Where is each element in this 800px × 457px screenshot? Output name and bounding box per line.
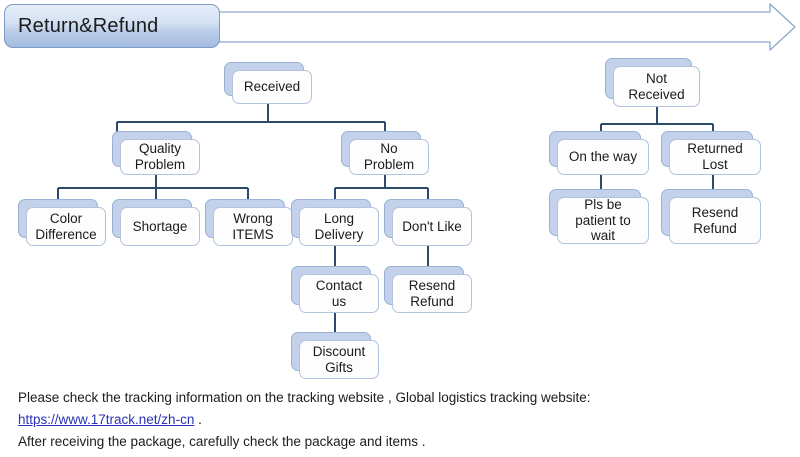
node-label: Contact us [299,274,379,313]
node-text-line: Contact [315,277,363,293]
node-text-line: Delivery [314,226,364,242]
node-label: Received [232,70,312,104]
node-label: Returned Lost [669,139,761,175]
node-long-delivery[interactable]: Long Delivery [291,199,379,246]
node-resend-refund-left[interactable]: Resend Refund [384,266,472,313]
node-label: Quality Problem [120,139,200,175]
tracking-website-link[interactable]: https://www.17track.net/zh-cn [18,412,195,428]
node-label: Resend Refund [392,274,472,313]
footer-line-2-tail: . [194,412,202,428]
node-label: Not Received [613,66,700,107]
node-text-line: Resend [691,204,739,220]
node-text-line: ITEMS [232,226,274,242]
node-text-line: Lost [702,157,728,172]
node-text-line: Refund [410,293,454,309]
node-text-line: us [331,293,347,309]
node-text-line: Don't Like [402,218,462,234]
node-no-problem[interactable]: No Problem [341,131,429,175]
header-badge [4,4,220,48]
node-text-line: Problem [363,157,415,172]
node-label: Discount Gifts [299,340,379,379]
node-label: On the way [557,139,649,175]
node-not-received[interactable]: Not Received [605,58,700,107]
node-received[interactable]: Received [224,62,312,104]
node-text-line: Gifts [325,359,353,375]
node-text-line: Pls be [584,196,622,212]
node-text-line: Long [323,210,355,226]
node-label: Long Delivery [299,207,379,246]
node-returned-lost[interactable]: Returned Lost [661,131,761,175]
node-wrong-items[interactable]: Wrong ITEMS [205,199,293,246]
node-text-line: Refund [693,220,737,236]
node-label: Shortage [120,207,200,246]
node-text-line: Resend [408,277,456,293]
node-text-line: Quality [138,141,182,157]
footer-line-1: Please check the tracking information on… [18,390,591,405]
node-label: Pls be patient to wait [557,197,649,244]
node-pls-be-patient[interactable]: Pls be patient to wait [549,189,649,244]
node-text-line: Not [645,70,667,86]
node-text-line: Discount [312,343,366,359]
node-label: Don't Like [392,207,472,246]
node-shortage[interactable]: Shortage [112,199,200,246]
node-text-line: Difference [35,226,97,242]
node-text-line: On the way [568,149,638,165]
node-text-line: No [380,141,398,157]
node-resend-refund-right[interactable]: Resend Refund [661,189,761,244]
footer-line-2: https://www.17track.net/zh-cn . [18,410,786,429]
node-text-line: wait [590,228,615,244]
node-label: Color Difference [26,207,106,246]
node-quality-problem[interactable]: Quality Problem [112,131,200,175]
node-label: Wrong ITEMS [213,207,293,246]
node-dont-like[interactable]: Don't Like [384,199,472,246]
node-text-line: Wrong [233,210,273,226]
node-text-line: Received [243,79,301,95]
node-on-the-way[interactable]: On the way [549,131,649,175]
node-text-line: Received [628,86,685,102]
node-contact-us[interactable]: Contact us [291,266,379,313]
node-color-difference[interactable]: Color Difference [18,199,106,246]
node-text-line: patient to [575,212,631,228]
footer-line-3: After receiving the package, carefully c… [18,434,426,450]
node-text-line: Shortage [132,218,188,234]
footer-note: Please check the tracking information on… [18,388,786,454]
node-text-line: Color [49,210,83,226]
page-title: Return&Refund [18,14,159,37]
node-label: Resend Refund [669,197,761,244]
process-arrow-icon [117,3,796,51]
node-label: No Problem [349,139,429,175]
node-text-line: Returned [687,141,743,157]
node-text-line: Problem [134,157,186,172]
node-discount-gifts[interactable]: Discount Gifts [291,332,379,379]
